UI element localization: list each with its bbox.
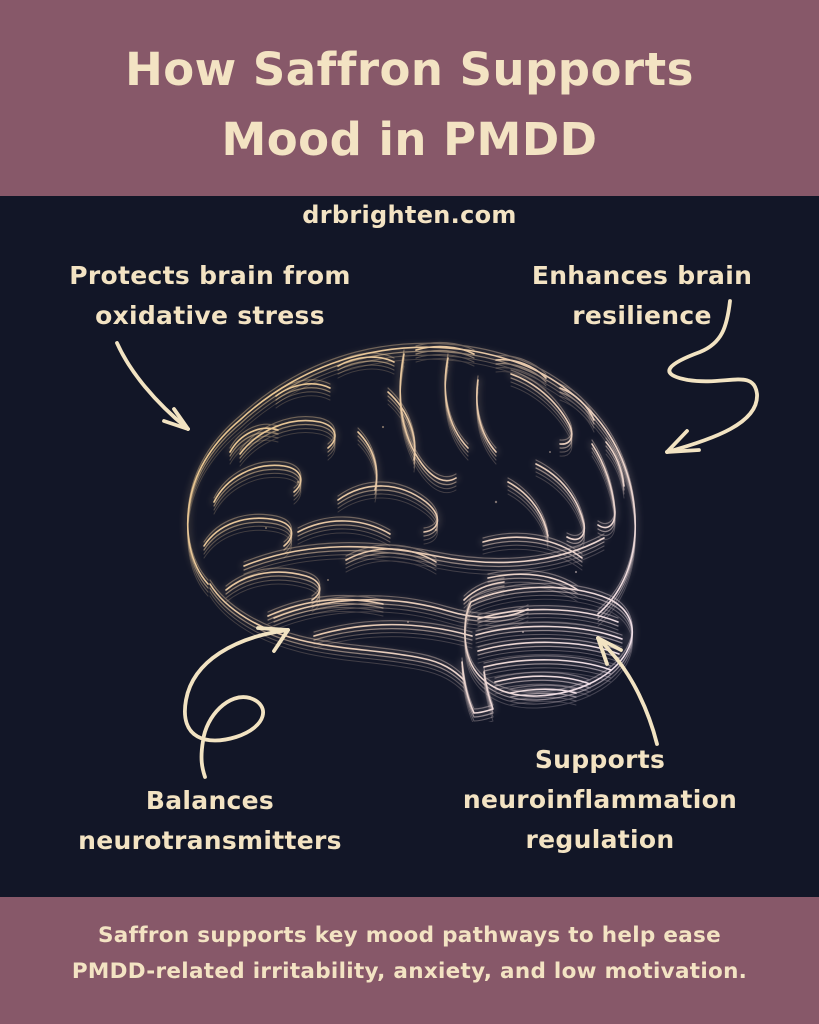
label-protects-brain: Protects brain from oxidative stress (30, 256, 390, 336)
label-protects-brain-line1: Protects brain from (69, 261, 351, 290)
label-neuroinflammation: Supports neuroinflammation regulation (420, 740, 780, 860)
header-band (0, 0, 819, 196)
brain-speckles (265, 425, 578, 634)
label-neuroinflammation-line3: regulation (525, 825, 675, 854)
footer-caption-line1: Saffron supports key mood pathways to he… (97, 923, 722, 948)
label-balances-neurotransmitters: Balances neurotransmitters (30, 781, 390, 861)
label-neuroinflammation-line2: neuroinflammation (462, 785, 738, 814)
footer-caption: Saffron supports key mood pathways to he… (0, 918, 819, 990)
label-protects-brain-line2: oxidative stress (95, 301, 325, 330)
brain-illustration (178, 341, 648, 722)
label-neuroinflammation-line1: Supports (534, 745, 666, 774)
page-title-line2: Mood in PMDD (221, 113, 598, 166)
label-balances-neurotransmitters-line2: neurotransmitters (78, 826, 342, 855)
footer-band (0, 897, 819, 1024)
page-title: How Saffron Supports Mood in PMDD (0, 35, 819, 175)
label-enhances-resilience-line2: resilience (572, 301, 712, 330)
label-balances-neurotransmitters-line1: Balances (145, 786, 275, 815)
label-enhances-resilience: Enhances brain resilience (477, 256, 807, 336)
page-title-line1: How Saffron Supports (125, 43, 694, 96)
brain-glow (188, 347, 635, 713)
website-url: drbrighten.com (302, 201, 517, 229)
footer-caption-line2: PMDD-related irritability, anxiety, and … (71, 959, 748, 984)
label-enhances-resilience-line1: Enhances brain (531, 261, 753, 290)
